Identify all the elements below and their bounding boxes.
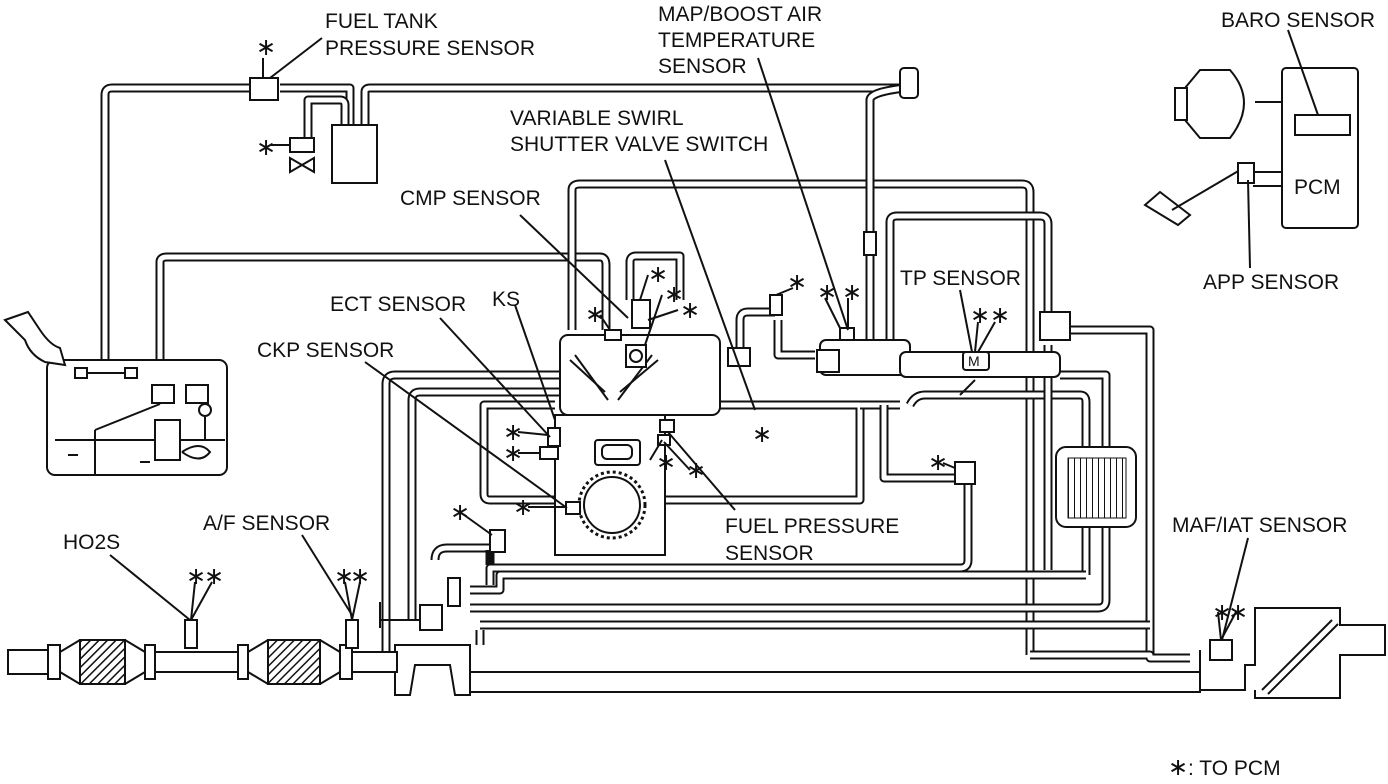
variable-swirl-label-line2: SHUTTER VALVE SWITCH (510, 133, 768, 156)
ho2s-label: HO2S (63, 531, 120, 554)
to-pcm-markers: ∗ ∗ ∗ ∗ ∗ ∗ ∗ ∗ ∗ ∗ ∗ ∗ ∗ ∗ ∗ ∗ ∗ ∗ ∗ ∗ … (186, 33, 1248, 626)
exhaust-system (7, 607, 1386, 699)
pcm-module (1253, 67, 1359, 229)
marker: ∗ (990, 301, 1010, 329)
throttle-motor-label: M (968, 353, 980, 369)
marker: ∗ (686, 456, 706, 484)
legend-symbol: ∗ (1168, 753, 1188, 781)
ks-label: KS (492, 288, 520, 311)
map-boost-air-temperature-sensor-label-line1: MAP/BOOST AIR (658, 3, 822, 26)
marker: ∗ (817, 278, 837, 306)
marker: ∗ (186, 562, 206, 590)
marker: ∗ (1228, 598, 1248, 626)
variable-swirl-label-line1: VARIABLE SWIRL (510, 107, 684, 130)
marker: ∗ (656, 448, 676, 476)
ckp-sensor-label: CKP SENSOR (257, 339, 394, 362)
marker: ∗ (450, 498, 470, 526)
cmp-sensor-label: CMP SENSOR (400, 187, 541, 210)
turbocharger (379, 577, 471, 696)
brake-booster (1174, 69, 1245, 139)
marker: ∗ (585, 300, 605, 328)
marker: ∗ (513, 493, 533, 521)
tp-sensor-label: TP SENSOR (900, 267, 1021, 290)
map-boost-air-temperature-sensor-label-line2: TEMPERATURE (658, 29, 815, 52)
accelerator-pedal (1143, 162, 1255, 227)
marker: ∗ (334, 562, 354, 590)
charcoal-canister (249, 77, 378, 184)
marker: ∗ (928, 448, 948, 476)
marker: ∗ (752, 420, 772, 448)
fuel-pressure-sensor-label-line1: FUEL PRESSURE (725, 515, 899, 538)
marker: ∗ (350, 562, 370, 590)
marker: ∗ (256, 133, 276, 161)
marker: ∗ (503, 439, 523, 467)
leader-lines (109, 29, 1319, 641)
marker: ∗ (503, 418, 523, 446)
fuel-tank-pressure-sensor-label-line2: PRESSURE SENSOR (325, 37, 535, 60)
ect-sensor-label: ECT SENSOR (330, 293, 466, 316)
marker: ∗ (970, 301, 990, 329)
marker: ∗ (842, 278, 862, 306)
pcm-label: PCM (1294, 176, 1341, 199)
fuel-tank-pressure-sensor-label-line1: FUEL TANK (325, 10, 438, 33)
legend: ∗ : TO PCM (1168, 753, 1281, 781)
a-f-sensor-label: A/F SENSOR (203, 512, 330, 535)
fuel-pressure-sensor-label-line2: SENSOR (725, 542, 814, 565)
marker: ∗ (648, 260, 668, 288)
component-labels: FUEL TANK PRESSURE SENSOR MAP/BOOST AIR … (63, 3, 1375, 565)
maf-iat-sensor-label: MAF/IAT SENSOR (1172, 514, 1347, 537)
fuel-tank (3, 310, 228, 476)
app-sensor-label: APP SENSOR (1203, 271, 1339, 294)
marker: ∗ (1212, 598, 1232, 626)
legend-text: : TO PCM (1188, 757, 1281, 780)
marker: ∗ (680, 296, 700, 324)
marker: ∗ (204, 562, 224, 590)
marker: ∗ (256, 33, 276, 61)
map-boost-air-temperature-sensor-label-line3: SENSOR (658, 55, 747, 78)
engine (539, 299, 721, 556)
marker: ∗ (787, 268, 807, 296)
marker: ∗ (664, 280, 684, 308)
baro-sensor-label: BARO SENSOR (1221, 9, 1375, 32)
